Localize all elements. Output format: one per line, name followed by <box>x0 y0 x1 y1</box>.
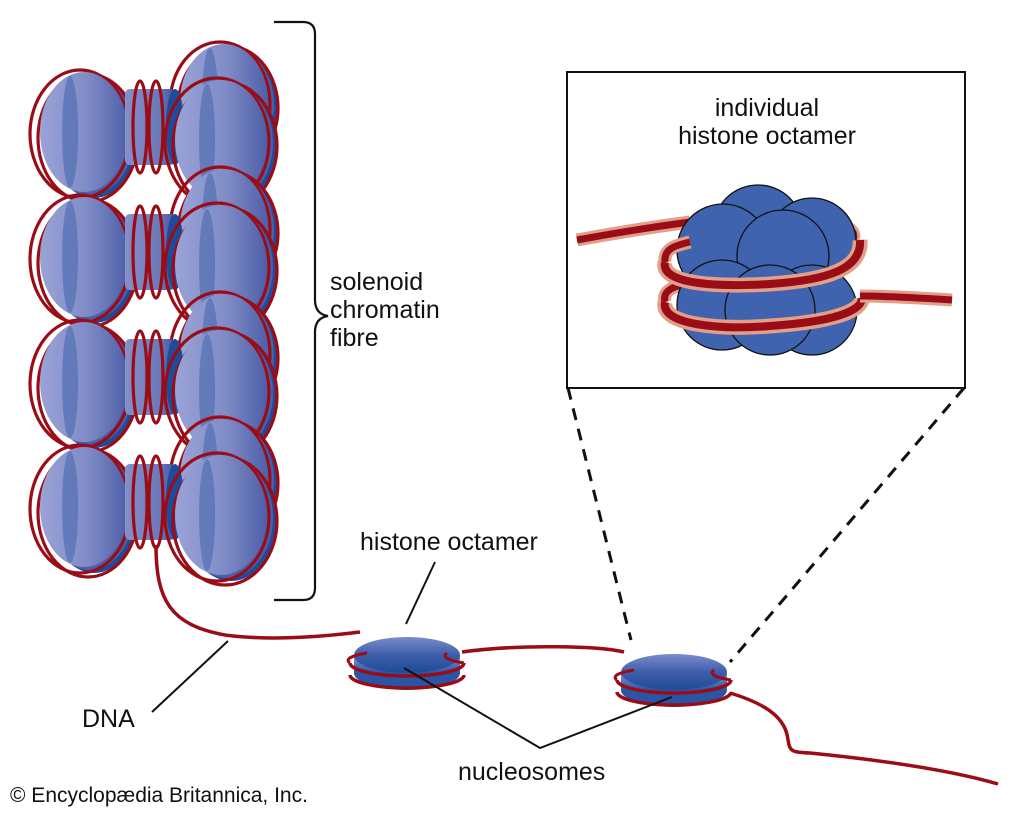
dna-strand-linker <box>461 644 625 654</box>
dna-label: DNA <box>82 705 135 733</box>
solenoid-brace <box>274 20 329 602</box>
solenoid-label: solenoid chromatin fibre <box>330 268 440 352</box>
nucleosome-2 <box>613 654 733 707</box>
nucleosome-1 <box>346 637 466 690</box>
solenoid-nucleosome-right-4 <box>163 451 279 587</box>
solenoid-nucleosome-left-4 <box>28 443 140 579</box>
copyright-notice: © Encyclopædia Britannica, Inc. <box>10 784 308 807</box>
histone-octamer-label: histone octamer <box>360 528 538 556</box>
nucleosomes-leader <box>403 667 673 750</box>
dna-strand-tail <box>729 691 999 786</box>
solenoid-label-line-1: solenoid <box>330 268 424 296</box>
inset-zoom-line-left <box>566 387 633 641</box>
histone-octamer-leader <box>405 561 436 625</box>
inset-zoom-line-right <box>728 387 966 663</box>
dna-strand <box>154 544 361 640</box>
solenoid-nucleosome-left-2 <box>28 193 140 329</box>
inset-title: individual histone octamer <box>568 94 966 150</box>
inset-title-line-1: individual <box>714 94 820 122</box>
inset-histone-octamer <box>575 184 953 356</box>
solenoid-nucleosome-right-3 <box>163 326 279 462</box>
solenoid-label-line-2: chromatin <box>330 296 440 324</box>
inset-title-line-2: histone octamer <box>678 122 856 150</box>
nucleosomes-label: nucleosomes <box>458 758 606 786</box>
solenoid-nucleosome-left-1 <box>28 68 140 204</box>
solenoid-chromatin-fibre <box>28 40 280 587</box>
dna-leader <box>151 640 229 713</box>
solenoid-label-line-3: fibre <box>330 324 379 352</box>
solenoid-nucleosome-left-3 <box>28 318 140 454</box>
